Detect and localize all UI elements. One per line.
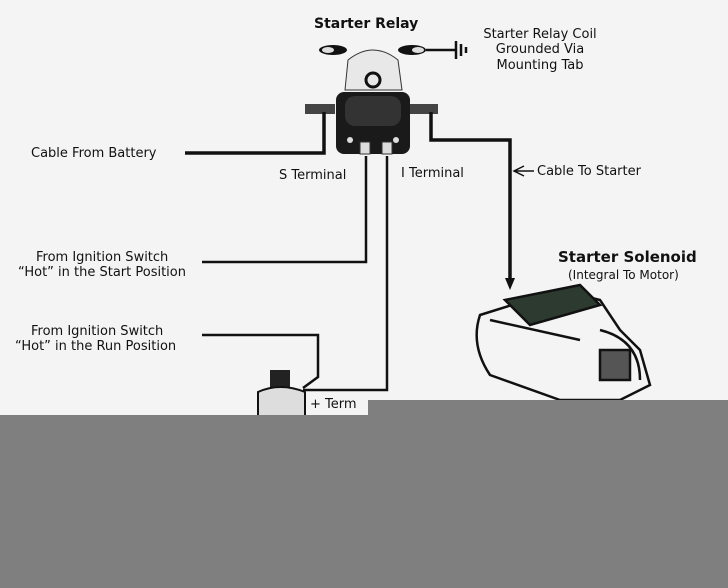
starter-motor (475, 283, 652, 402)
arrow-icon (512, 165, 534, 177)
i-terminal-wire (303, 156, 389, 392)
occlusion-block (0, 415, 728, 588)
relay-coil-label-3: Mounting Tab (496, 58, 584, 73)
start-position-label-2: “Hot” in the Start Position (18, 265, 186, 280)
run-position-label-2: “Hot” in the Run Position (15, 339, 177, 354)
battery-cable-label: Cable From Battery (31, 146, 157, 161)
run-wire (202, 333, 320, 390)
i-terminal-label: I Terminal (401, 166, 464, 181)
coil-terminal-label: + Term (310, 397, 357, 412)
ignition-coil (257, 370, 306, 417)
solenoid-title: Starter Solenoid (558, 248, 697, 266)
s-terminal-wire (202, 156, 368, 264)
starter-cable-label: Cable To Starter (537, 164, 641, 179)
relay-coil-label-1: Starter Relay Coil (483, 27, 597, 42)
start-position-label-1: From Ignition Switch (36, 250, 169, 265)
run-position-label-1: From Ignition Switch (31, 324, 164, 339)
solenoid-subtitle: (Integral To Motor) (568, 268, 679, 282)
relay-coil-label-2: Grounded Via (495, 42, 585, 57)
starter-cable (429, 112, 512, 285)
arrow-icon (505, 278, 515, 290)
s-terminal-label: S Terminal (279, 168, 347, 183)
battery-cable (185, 112, 326, 155)
ground-symbol (426, 41, 468, 59)
starter-relay-title: Starter Relay (314, 16, 419, 32)
wires (185, 112, 512, 392)
starter-relay (305, 45, 438, 155)
